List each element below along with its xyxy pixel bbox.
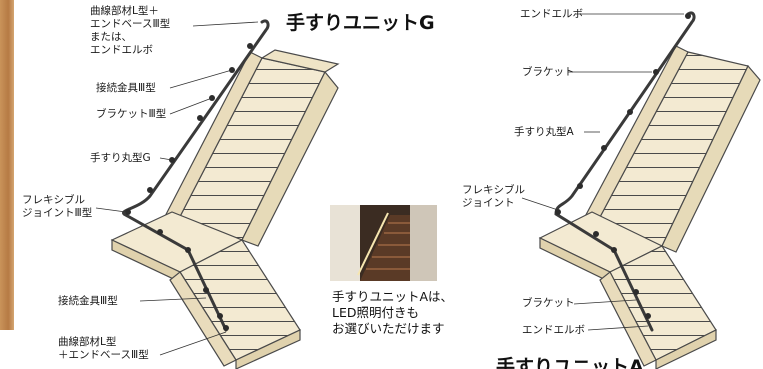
- right-stair: [538, 45, 761, 369]
- label-connector-bottom: 接続金具Ⅲ型: [58, 295, 118, 307]
- label-connector-top: 接続金具Ⅲ型: [96, 82, 156, 94]
- label-bottom-curve: 曲線部材L型 ＋エンドベースⅢ型: [58, 336, 149, 361]
- label-end-elbow-top: エンドエルボ: [520, 8, 583, 20]
- left-handrail: [122, 19, 270, 332]
- left-leaders: [95, 21, 259, 356]
- left-brackets: [125, 43, 253, 331]
- label-bracket-bottom: ブラケット: [522, 297, 575, 309]
- photo-caption: 手すりユニットAは、 LED照明付きも お選びいただけます: [332, 289, 454, 336]
- label-top-curve: 曲線部材L型＋ エンドベースⅢ型 または、 エンドエルボ: [90, 5, 171, 56]
- wood-photo-edge: [0, 0, 14, 330]
- label-rail: 手すり丸型G: [90, 152, 151, 164]
- left-stair: [110, 49, 340, 369]
- title-unit-a: 手すりユニットA: [496, 356, 644, 369]
- label-flexible-joint: フレキシブル ジョイント: [462, 184, 525, 209]
- right-leaders: [521, 13, 684, 331]
- label-bracket: ブラケットⅢ型: [96, 108, 167, 120]
- label-rail-a: 手すり丸型A: [514, 126, 574, 138]
- led-stair-photo: [330, 205, 437, 281]
- label-end-elbow-bottom: エンドエルボ: [522, 324, 585, 336]
- label-flexible: フレキシブル ジョイントⅢ型: [22, 194, 93, 219]
- label-bracket-top: ブラケット: [522, 66, 575, 78]
- title-unit-g: 手すりユニットG: [286, 12, 435, 34]
- right-brackets: [555, 13, 691, 319]
